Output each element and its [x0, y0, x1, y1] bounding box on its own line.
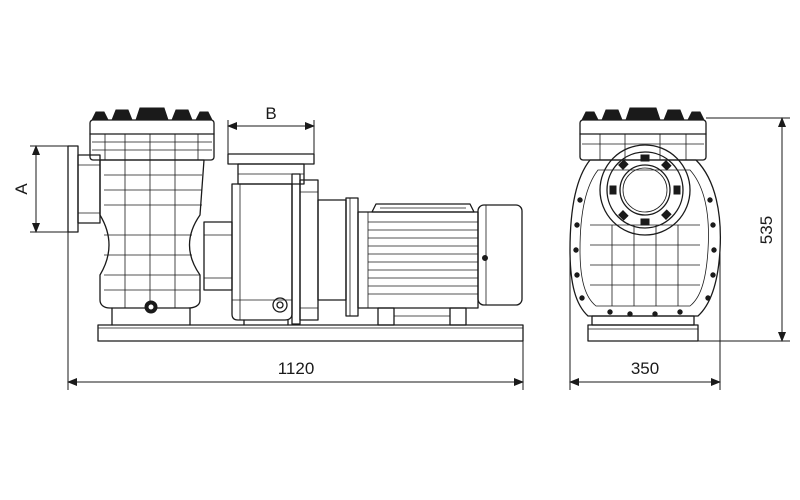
front-body: [569, 159, 722, 317]
ring-slots: [609, 154, 681, 226]
dimension-lines: 1120 350 535 A B: [12, 104, 790, 390]
dim-width: 350: [569, 250, 721, 390]
dim-width-label: 350: [631, 359, 659, 378]
inlet-flange: [67, 145, 101, 233]
dim-total-length-label: 1120: [278, 359, 315, 378]
fan-cover: [477, 204, 523, 306]
base-plate: [97, 324, 524, 342]
motor-body: [357, 203, 488, 326]
dim-b-label: B: [265, 104, 276, 123]
pump-volute: [231, 183, 293, 326]
seal-flanges: [291, 173, 359, 325]
dim-b: B: [227, 104, 315, 154]
front-view: [569, 107, 722, 342]
side-view: [67, 107, 524, 342]
front-bolts: [573, 197, 717, 317]
front-lid: [579, 107, 707, 161]
strainer-housing: [99, 159, 205, 326]
dim-total-length: 1120: [67, 232, 524, 390]
connecting-pipe: [203, 221, 233, 291]
dim-height-label: 535: [757, 216, 776, 244]
dim-height: 535: [698, 117, 790, 342]
dim-a: A: [12, 145, 68, 233]
dim-a-label: A: [12, 183, 31, 195]
front-outlet-ring: [599, 144, 691, 236]
strainer-lid: [89, 107, 215, 161]
front-base: [587, 315, 699, 342]
